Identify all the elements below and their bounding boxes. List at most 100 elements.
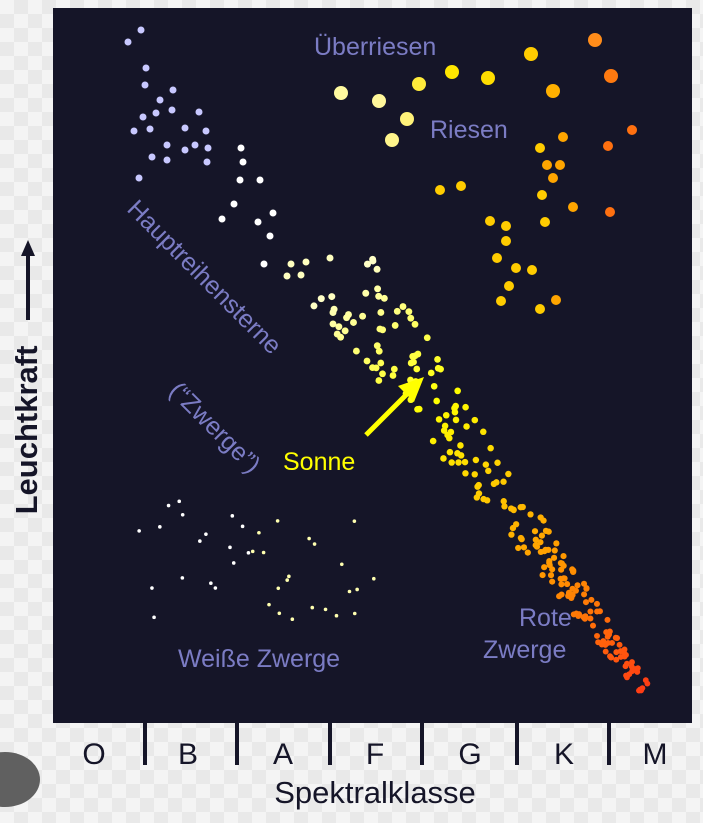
main-sequence-star: [148, 153, 156, 161]
giant-star: [504, 281, 514, 291]
main-sequence-star: [427, 369, 435, 377]
giant-star: [501, 221, 511, 231]
class-A: A: [272, 738, 294, 771]
giant-star: [527, 265, 537, 275]
giant-star: [568, 202, 578, 212]
main-sequence-star: [139, 113, 147, 121]
white-dwarf-star: [150, 586, 154, 590]
main-sequence-star: [539, 571, 546, 579]
hr-diagram-plot: [53, 8, 692, 723]
giant-star: [492, 253, 502, 263]
white-dwarf-star: [287, 574, 291, 579]
white-dwarf-star: [213, 586, 218, 590]
main-sequence-star: [542, 527, 550, 534]
main-sequence-star: [191, 141, 199, 149]
supergiant-star: [524, 47, 538, 61]
main-sequence-star: [537, 539, 544, 546]
white-dwarf-star: [180, 576, 185, 580]
main-sequence-star: [545, 546, 552, 553]
main-sequence-star: [415, 405, 423, 413]
main-sequence-star: [553, 540, 560, 547]
main-sequence-star: [407, 396, 415, 404]
main-sequence-star: [373, 265, 381, 273]
main-sequence-star: [402, 390, 410, 397]
main-sequence-star: [572, 587, 579, 594]
white-dwarf-star: [277, 611, 282, 616]
giant-star: [540, 217, 550, 227]
main-sequence-star: [541, 564, 548, 571]
main-sequence-star: [389, 372, 397, 379]
main-sequence-star: [617, 654, 624, 660]
overlay-button[interactable]: [0, 752, 40, 807]
main-sequence-star: [429, 437, 437, 445]
main-sequence-star: [582, 599, 590, 606]
white-dwarf-star: [312, 542, 317, 546]
main-sequence-star: [622, 663, 629, 670]
main-sequence-star: [532, 542, 539, 549]
main-sequence-star: [482, 461, 490, 468]
main-sequence-star: [565, 589, 572, 596]
main-sequence-star: [326, 254, 334, 262]
white-dwarf-star: [204, 532, 208, 536]
supergiant-star: [604, 69, 618, 83]
main-sequence-star: [399, 303, 407, 310]
main-sequence-star: [471, 416, 479, 424]
main-sequence-star: [593, 600, 600, 607]
main-sequence-star: [500, 478, 507, 485]
main-sequence-star: [352, 347, 360, 355]
main-sequence-star: [379, 370, 386, 378]
giant-star: [542, 160, 552, 170]
main-sequence-star: [124, 38, 132, 46]
giant-star: [603, 141, 613, 151]
supergiant-star: [481, 71, 495, 85]
main-sequence-star: [507, 505, 515, 512]
main-sequence-star: [310, 302, 318, 310]
main-sequence-star: [141, 81, 149, 89]
main-sequence-star: [604, 616, 611, 623]
main-sequence-star: [239, 158, 247, 166]
main-sequence-star: [501, 503, 508, 510]
main-sequence-star: [343, 314, 351, 322]
main-sequence-star: [642, 677, 649, 684]
main-sequence-star: [558, 581, 565, 588]
giant-star: [548, 173, 558, 183]
white-dwarf-star: [276, 586, 281, 591]
white-dwarf-star: [228, 545, 232, 550]
main-sequence-star: [409, 352, 417, 360]
label-red-dwarfs-1: Rote: [519, 604, 572, 632]
main-sequence-star: [550, 554, 558, 561]
main-sequence-star: [509, 524, 517, 532]
main-sequence-star: [330, 305, 338, 313]
main-sequence-star: [152, 109, 160, 117]
main-sequence-star: [203, 158, 211, 166]
main-sequence-star: [204, 144, 212, 152]
main-sequence-star: [590, 622, 597, 629]
main-sequence-star: [494, 459, 501, 466]
main-sequence-star: [236, 176, 244, 184]
giant-star: [555, 160, 565, 170]
main-sequence-star: [230, 200, 238, 208]
main-sequence-star: [480, 428, 487, 436]
supergiant-star: [588, 33, 602, 47]
main-sequence-star: [531, 528, 539, 535]
white-dwarf-star: [137, 529, 141, 533]
main-sequence-star: [532, 536, 539, 543]
main-sequence-star: [487, 444, 494, 452]
main-sequence-star: [380, 294, 388, 302]
main-sequence-star: [637, 686, 643, 693]
main-sequence-star: [375, 292, 383, 300]
main-sequence-star: [163, 141, 171, 149]
main-sequence-star: [463, 423, 470, 430]
main-sequence-star: [606, 631, 612, 638]
main-sequence-star: [430, 382, 438, 390]
main-sequence-star: [549, 578, 556, 585]
giant-star: [537, 190, 547, 200]
main-sequence-star: [454, 387, 461, 395]
main-sequence-star: [582, 613, 589, 620]
main-sequence-star: [375, 347, 383, 355]
main-sequence-star: [369, 257, 377, 265]
main-sequence-star: [560, 575, 567, 582]
main-sequence-star: [363, 260, 371, 268]
main-sequence-star: [374, 285, 382, 293]
supergiant-star: [385, 133, 399, 147]
